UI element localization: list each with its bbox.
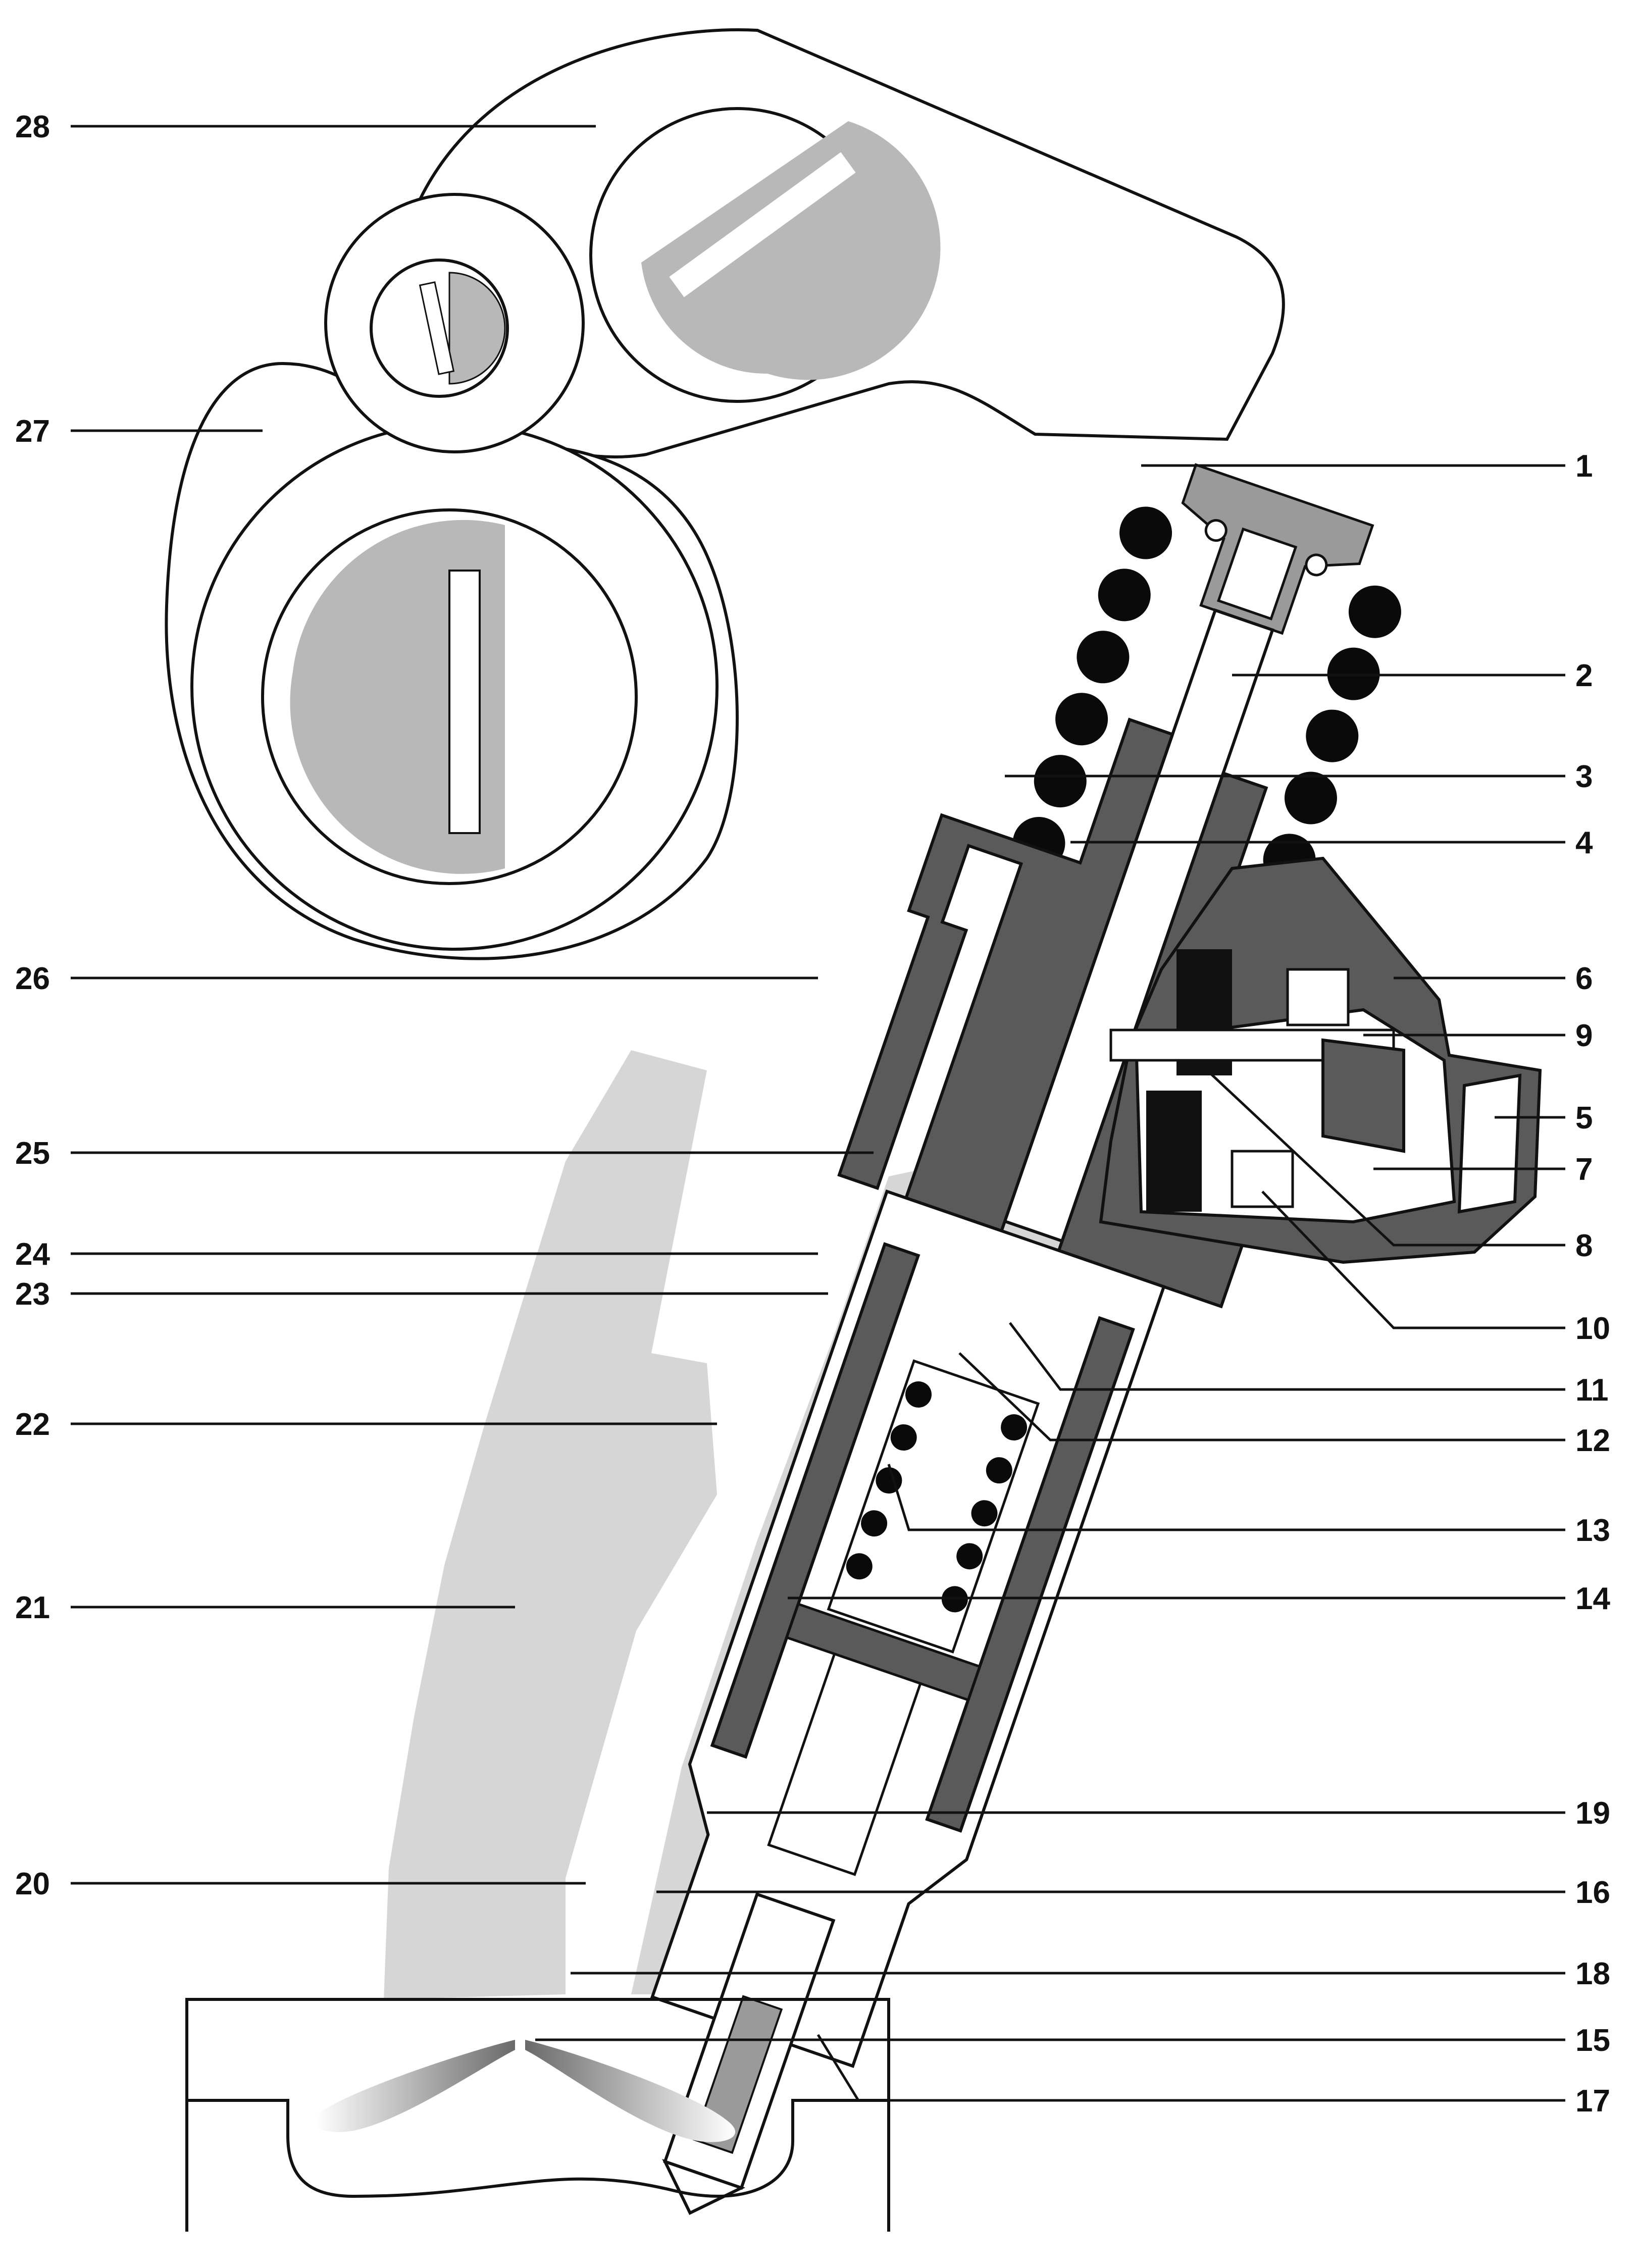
piston-crown [185,1998,890,2232]
label-4: 4 [1575,826,1593,860]
left-callouts: 28 27 26 25 24 23 22 21 20 [15,110,874,1901]
cylinder-head-block [384,1050,717,1999]
label-17: 17 [1575,2084,1610,2119]
roller-sector-small [448,272,506,385]
nozzle-holder-sleeve-right [925,1316,1135,1833]
coil-winding-bottom [1231,1150,1294,1208]
label-16: 16 [1575,1875,1610,1910]
label-21: 21 [15,1590,50,1625]
label-9: 9 [1575,1018,1593,1053]
valve-spring-seat [1321,1038,1405,1153]
label-6: 6 [1575,961,1593,996]
label-1: 1 [1575,449,1593,484]
label-2: 2 [1575,658,1593,693]
label-23: 23 [15,1277,50,1312]
tappet-ball-right [1305,553,1328,577]
cam-slot [448,570,481,834]
label-3: 3 [1575,759,1593,794]
label-26: 26 [15,961,50,996]
roller-sector-top [641,121,941,380]
label-7: 7 [1575,1152,1593,1187]
label-18: 18 [1575,1956,1610,1991]
tappet-ball-left [1204,519,1227,542]
spring-chamber [827,1359,1040,1654]
spray-cone-left [315,2040,515,2132]
nozzle-holder-sleeve-left [710,1242,920,1759]
roller-slot-small [419,281,455,375]
label-10: 10 [1575,1311,1610,1346]
tappet-bore [1217,527,1298,621]
slot-top [669,152,856,297]
label-5: 5 [1575,1101,1593,1136]
label-8: 8 [1575,1228,1593,1263]
coil-winding-top [1286,968,1350,1026]
solenoid-armature-lower [1146,1091,1202,1212]
label-25: 25 [15,1136,50,1171]
nozzle-tip [662,2159,746,2215]
electrical-connector [1457,1073,1522,1214]
label-20: 20 [15,1867,50,1901]
piston-bowl [187,2099,889,2198]
label-12: 12 [1575,1423,1610,1458]
label-13: 13 [1575,1513,1610,1548]
label-14: 14 [1575,1581,1610,1616]
label-27: 27 [15,414,50,449]
spray-cone-right [525,2040,736,2142]
right-callouts: 1 2 3 4 6 9 5 7 8 10 11 12 13 14 19 16 1… [535,449,1610,2119]
label-11: 11 [1575,1373,1609,1408]
label-28: 28 [15,110,50,144]
nozzle-needle-upper [767,1652,923,1876]
label-24: 24 [15,1237,50,1272]
label-22: 22 [15,1407,50,1442]
label-15: 15 [1575,2023,1610,2058]
label-19: 19 [1575,1796,1610,1831]
